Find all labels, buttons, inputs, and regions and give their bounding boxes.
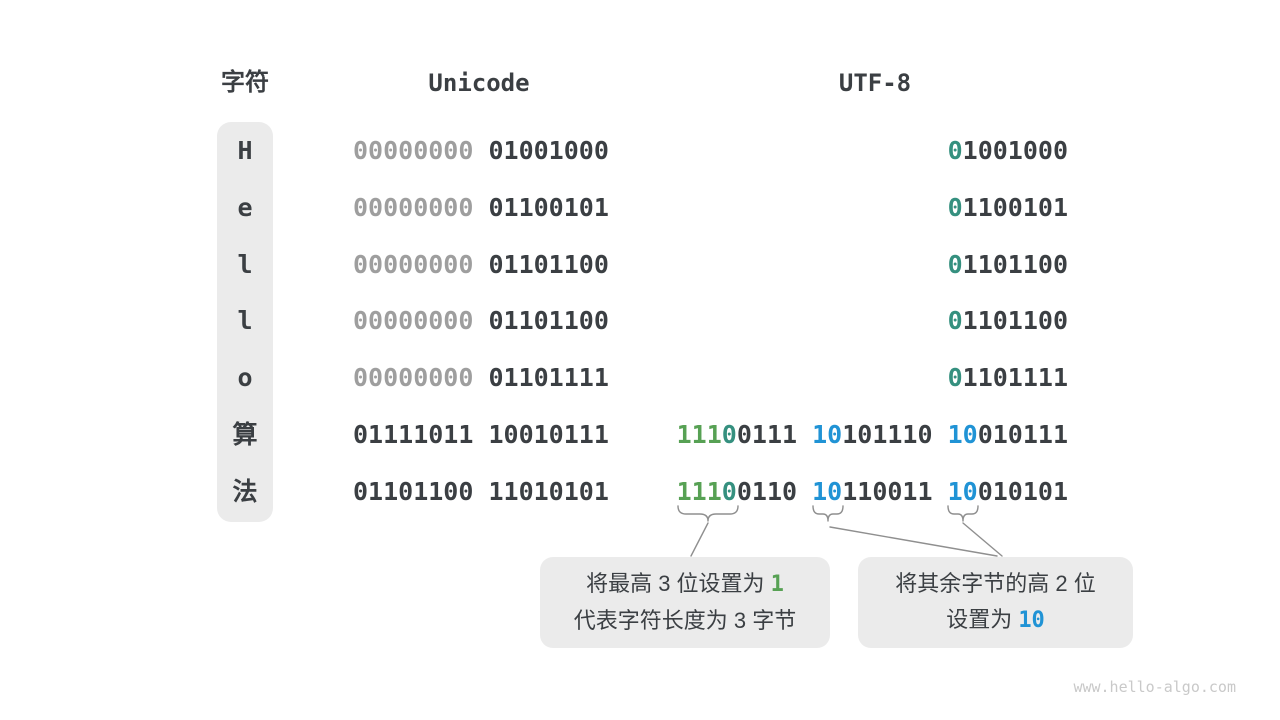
text-segment: 0 xyxy=(947,306,963,336)
text-segment: 01111011 10010111 xyxy=(353,420,609,449)
text-segment: 0110 xyxy=(736,476,813,506)
text-segment: 1101100 xyxy=(962,306,1068,336)
column-header-char: 字符 xyxy=(221,69,269,96)
text-segment: 将最高 3 位设置为 xyxy=(586,571,771,596)
text-segment: 0111 xyxy=(736,420,813,449)
text-segment: 111 xyxy=(676,420,722,449)
char-cell: H xyxy=(237,136,253,165)
text-segment: 110011 xyxy=(842,476,948,506)
text-segment: 00000000 xyxy=(353,249,474,279)
text-segment: 101110 xyxy=(842,420,948,449)
text-segment: 0 xyxy=(721,420,737,449)
utf8-value: 01100101 xyxy=(947,192,1068,222)
text-segment: 01101111 xyxy=(473,363,609,393)
text-segment: 01001000 xyxy=(473,136,609,165)
text-segment: 1001000 xyxy=(962,136,1068,165)
utf8-value: 11100110 10110011 10010101 xyxy=(676,476,1068,506)
text-segment: 10 xyxy=(947,420,978,449)
underbrace-1110-prefix xyxy=(677,505,739,522)
text-segment: 00000000 xyxy=(353,136,474,165)
connector-line-byte-length xyxy=(690,522,709,557)
unicode-value: 00000000 01101111 xyxy=(353,364,609,392)
callout-continuation-line1: 将其余字节的高 2 位 xyxy=(858,566,1133,602)
text-segment: 将其余字节的高 2 位 xyxy=(895,571,1096,596)
unicode-value: 01111011 10010111 xyxy=(353,421,609,449)
char-cell: e xyxy=(237,192,253,222)
underbrace-10-prefix-second xyxy=(947,505,979,522)
character-column-background xyxy=(217,122,273,522)
callout-byte-length: 将最高 3 位设置为 1 代表字符长度为 3 字节 xyxy=(540,557,830,648)
char-cell: 法 xyxy=(232,476,258,506)
text-segment: 010111 xyxy=(977,420,1068,449)
unicode-value: 00000000 01100101 xyxy=(353,192,609,222)
utf8-value: 01101111 xyxy=(948,364,1068,392)
text-segment: 10 xyxy=(812,476,843,506)
text-segment: 1 xyxy=(770,572,784,597)
text-segment: 00000000 xyxy=(353,192,474,222)
text-segment: 01101100 xyxy=(473,306,609,336)
callout-byte-length-line2: 代表字符长度为 3 字节 xyxy=(540,603,830,639)
utf8-value: 01001000 xyxy=(948,137,1068,165)
watermark: www.hello-algo.com xyxy=(1073,678,1236,696)
connector-line-continuation-first xyxy=(829,526,998,557)
callout-continuation-line2: 设置为 10 xyxy=(858,602,1133,639)
text-segment: 111 xyxy=(676,476,722,506)
utf8-value: 11100111 10101110 10010111 xyxy=(677,421,1068,449)
column-header-unicode: Unicode xyxy=(428,69,530,97)
column-header-utf8: UTF-8 xyxy=(838,69,912,97)
text-segment: 010101 xyxy=(977,476,1068,506)
text-segment: 0 xyxy=(947,249,963,279)
text-segment: 00000000 xyxy=(353,363,474,393)
text-segment: 代表字符长度为 3 字节 xyxy=(573,608,797,633)
callout-byte-length-line1: 将最高 3 位设置为 1 xyxy=(540,566,830,603)
text-segment: 01101100 11010101 xyxy=(353,476,609,506)
utf8-value: 01101100 xyxy=(947,249,1068,279)
text-segment: 1101111 xyxy=(962,363,1068,393)
char-cell: 算 xyxy=(232,420,258,449)
text-segment: 00000000 xyxy=(353,306,474,336)
text-segment: 01101100 xyxy=(473,249,609,279)
unicode-value: 00000000 01001000 xyxy=(353,137,609,165)
callout-continuation: 将其余字节的高 2 位 设置为 10 xyxy=(858,557,1133,648)
text-segment: 10 xyxy=(1018,608,1045,633)
text-segment: 01100101 xyxy=(473,192,609,222)
text-segment: 0 xyxy=(947,363,963,393)
char-cell: l xyxy=(237,306,253,336)
char-cell: l xyxy=(237,249,253,279)
text-segment: 设置为 xyxy=(946,607,1019,632)
text-segment: 1101100 xyxy=(962,249,1068,279)
underbrace-10-prefix-first xyxy=(812,505,844,522)
text-segment: 0 xyxy=(947,136,963,165)
unicode-value: 01101100 11010101 xyxy=(353,476,609,506)
connector-line-continuation-second xyxy=(962,522,1003,557)
text-segment: 10 xyxy=(812,420,843,449)
unicode-value: 00000000 01101100 xyxy=(353,249,609,279)
text-segment: 0 xyxy=(947,192,963,222)
text-segment: 0 xyxy=(721,476,737,506)
text-segment: 10 xyxy=(947,476,978,506)
text-segment: 1100101 xyxy=(962,192,1068,222)
unicode-value: 00000000 01101100 xyxy=(353,307,609,335)
char-cell: o xyxy=(237,363,253,393)
utf8-value: 01101100 xyxy=(948,307,1068,335)
